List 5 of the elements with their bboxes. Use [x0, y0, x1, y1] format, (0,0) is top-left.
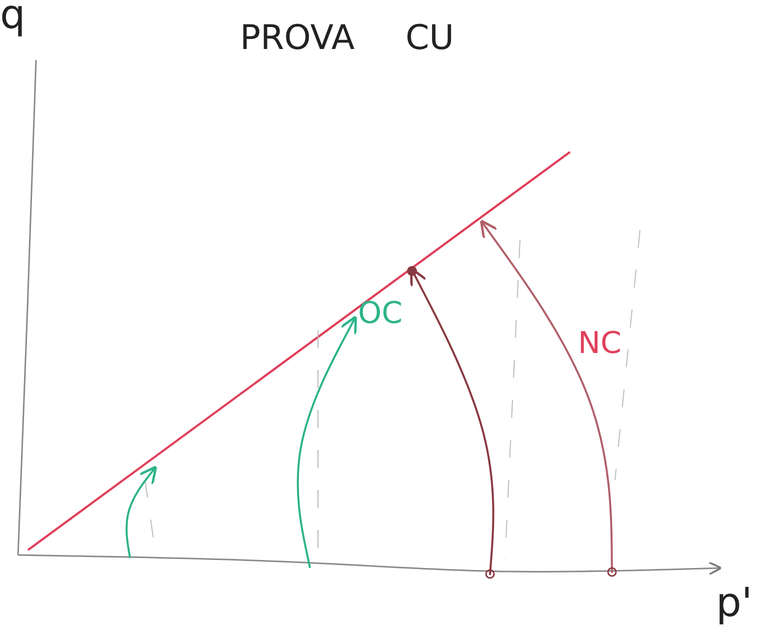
axis-label: p' [716, 580, 752, 626]
title: PROVA CU [240, 18, 454, 58]
curve-label: NC [578, 326, 622, 361]
axis-label: q [0, 0, 26, 38]
curve-label: OC [358, 296, 403, 331]
